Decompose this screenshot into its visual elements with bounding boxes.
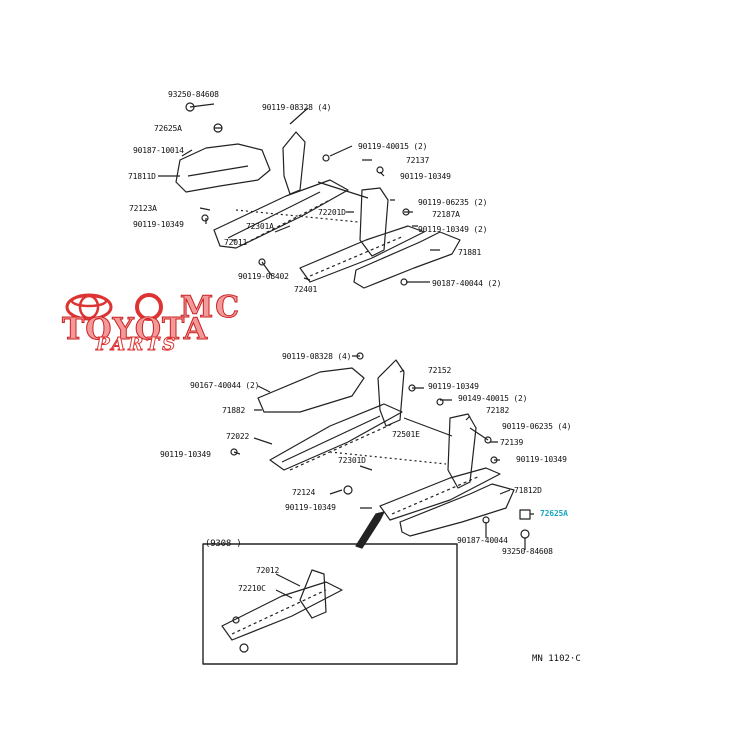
part-label: 90119-10349 [516, 455, 567, 464]
part-label: 72123A [129, 204, 157, 213]
part-label: 72137 [406, 156, 430, 165]
part-label: 71882 [222, 406, 246, 415]
figure-code: MN 1102·C [532, 654, 581, 664]
part-label: 90119-08328 (4) [282, 352, 352, 361]
part-label: 90119-10349 [400, 172, 451, 181]
part-label: 93250-84608 [502, 547, 553, 556]
part-label: 72625A [154, 124, 182, 133]
part-label: 90119-10349 [160, 450, 211, 459]
part-label-highlighted: 72625A [540, 509, 568, 518]
part-label: 71811D [128, 172, 156, 181]
part-label: 90187-10014 [133, 146, 184, 155]
part-label: 72022 [226, 432, 250, 441]
part-label: 90119-08328 (4) [262, 103, 332, 112]
part-label: 71881 [458, 248, 482, 257]
brand-mc: MC [179, 290, 242, 326]
inset-label: (9308 ) [205, 539, 242, 549]
part-label: 72139 [500, 438, 524, 447]
part-label: 90187-40044 [457, 536, 508, 545]
part-label: 90167-40044 (2) [190, 381, 260, 390]
part-label: 72201D [318, 208, 346, 217]
part-label: 90119-06235 (4) [502, 422, 572, 431]
part-label: 90119-06235 (2) [418, 198, 488, 207]
part-label: 72012 [256, 566, 280, 575]
part-label: 90119-10349 [285, 503, 336, 512]
part-label: 71812D [514, 486, 542, 495]
part-label: 93250-84608 [168, 90, 219, 99]
part-label: 72210C [238, 584, 266, 593]
brand-toyota: TOYOTA [62, 312, 208, 348]
part-label: 72301D [338, 456, 366, 465]
part-label: 72182 [486, 406, 510, 415]
part-label: 72401 [294, 285, 318, 294]
part-label: 72124 [292, 488, 316, 497]
part-label: 72152 [428, 366, 452, 375]
part-label: 72501E [392, 430, 420, 439]
part-label: 90119-10349 (2) [418, 225, 488, 234]
part-label: 90119-10349 [133, 220, 184, 229]
toyota-emblem-icon [65, 293, 163, 321]
part-label: 90149-40015 (2) [458, 394, 528, 403]
part-label: 90119-40015 (2) [358, 142, 428, 151]
mc-toyota-logo: MC TOYOTA PARTS [60, 290, 260, 356]
part-label: 72187A [432, 210, 460, 219]
part-label: 72011 [224, 238, 248, 247]
part-label: 72301A [246, 222, 274, 231]
part-label: 90119-08402 [238, 272, 289, 281]
part-label: 90119-10349 [428, 382, 479, 391]
part-label: 90187-40044 (2) [432, 279, 502, 288]
brand-parts: PARTS [95, 334, 179, 356]
